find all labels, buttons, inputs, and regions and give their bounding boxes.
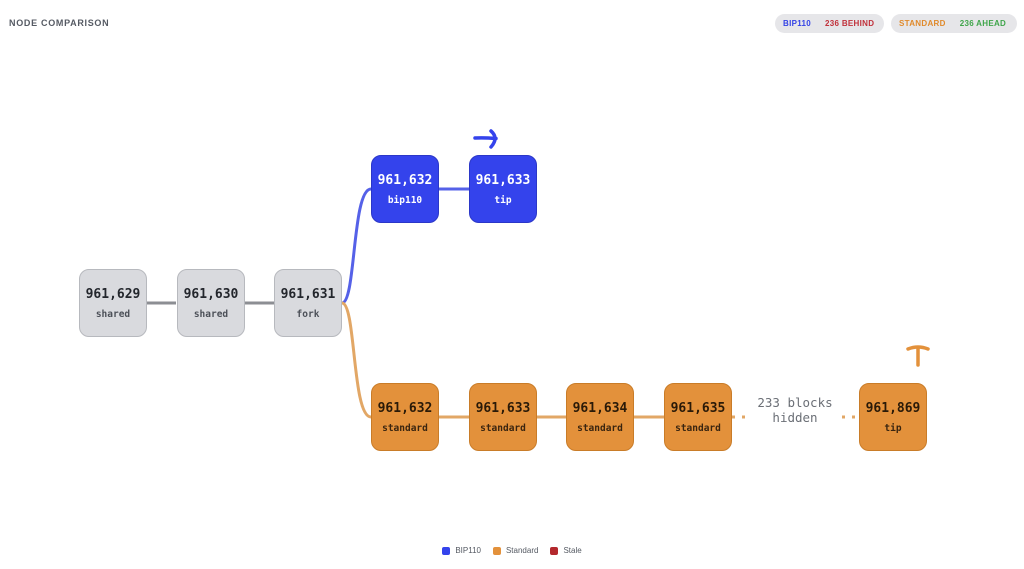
block-fork-961631[interactable]: 961,631 fork	[274, 269, 342, 337]
mining-pickaxe-icon	[473, 129, 498, 149]
block-label: standard	[675, 422, 721, 434]
block-height: 961,632	[377, 400, 433, 416]
legend-label: BIP110	[455, 546, 481, 555]
block-label: shared	[95, 308, 131, 320]
block-standard-961635[interactable]: 961,635 standard	[664, 383, 732, 451]
legend: BIP110 Standard Stale	[0, 546, 1024, 555]
block-height: 961,633	[475, 172, 531, 188]
standard-node-name: STANDARD	[899, 19, 946, 28]
hidden-blocks-note: 233 blocks hidden	[752, 395, 838, 425]
legend-item-stale: Stale	[550, 546, 582, 555]
block-height: 961,869	[865, 400, 921, 416]
block-shared-961629[interactable]: 961,629 shared	[79, 269, 147, 337]
bip110-node-status: 236 BEHIND	[825, 19, 875, 28]
block-height: 961,634	[572, 400, 628, 416]
mining-pickaxe-icon	[906, 345, 930, 367]
standard-fork-link	[341, 301, 372, 419]
block-height: 961,635	[670, 400, 726, 416]
block-label: tip	[884, 422, 902, 434]
block-height: 961,633	[475, 400, 531, 416]
block-label: standard	[382, 422, 428, 434]
block-label: tip	[494, 194, 512, 206]
block-standard-961634[interactable]: 961,634 standard	[566, 383, 634, 451]
block-shared-961630[interactable]: 961,630 shared	[177, 269, 245, 337]
bip110-status-badge: BIP110 236 BEHIND	[775, 14, 884, 33]
page-title: NODE COMPARISON	[9, 18, 110, 28]
legend-label: Stale	[563, 546, 582, 555]
bip110-fork-link	[341, 187, 372, 305]
block-bip110-tip-961633[interactable]: 961,633 tip	[469, 155, 537, 223]
block-standard-961632[interactable]: 961,632 standard	[371, 383, 439, 451]
block-height: 961,631	[280, 286, 336, 302]
legend-item-bip110: BIP110	[442, 546, 481, 555]
block-label: shared	[193, 308, 229, 320]
block-label: standard	[577, 422, 623, 434]
block-standard-tip-961869[interactable]: 961,869 tip	[859, 383, 927, 451]
block-height: 961,632	[377, 172, 433, 188]
legend-swatch	[492, 546, 501, 555]
block-height: 961,629	[85, 286, 141, 302]
block-label: fork	[296, 308, 320, 320]
bip110-node-name: BIP110	[783, 19, 812, 28]
legend-swatch	[442, 546, 451, 555]
block-bip110-961632[interactable]: 961,632 bip110	[371, 155, 439, 223]
legend-label: Standard	[505, 546, 539, 555]
legend-item-standard: Standard	[492, 546, 539, 555]
standard-status-badge: STANDARD 236 AHEAD	[891, 14, 1017, 33]
legend-swatch	[550, 546, 559, 555]
block-label: standard	[480, 422, 526, 434]
standard-node-status: 236 AHEAD	[959, 19, 1007, 28]
block-label: bip110	[387, 194, 423, 206]
block-standard-961633[interactable]: 961,633 standard	[469, 383, 537, 451]
block-height: 961,630	[183, 286, 239, 302]
